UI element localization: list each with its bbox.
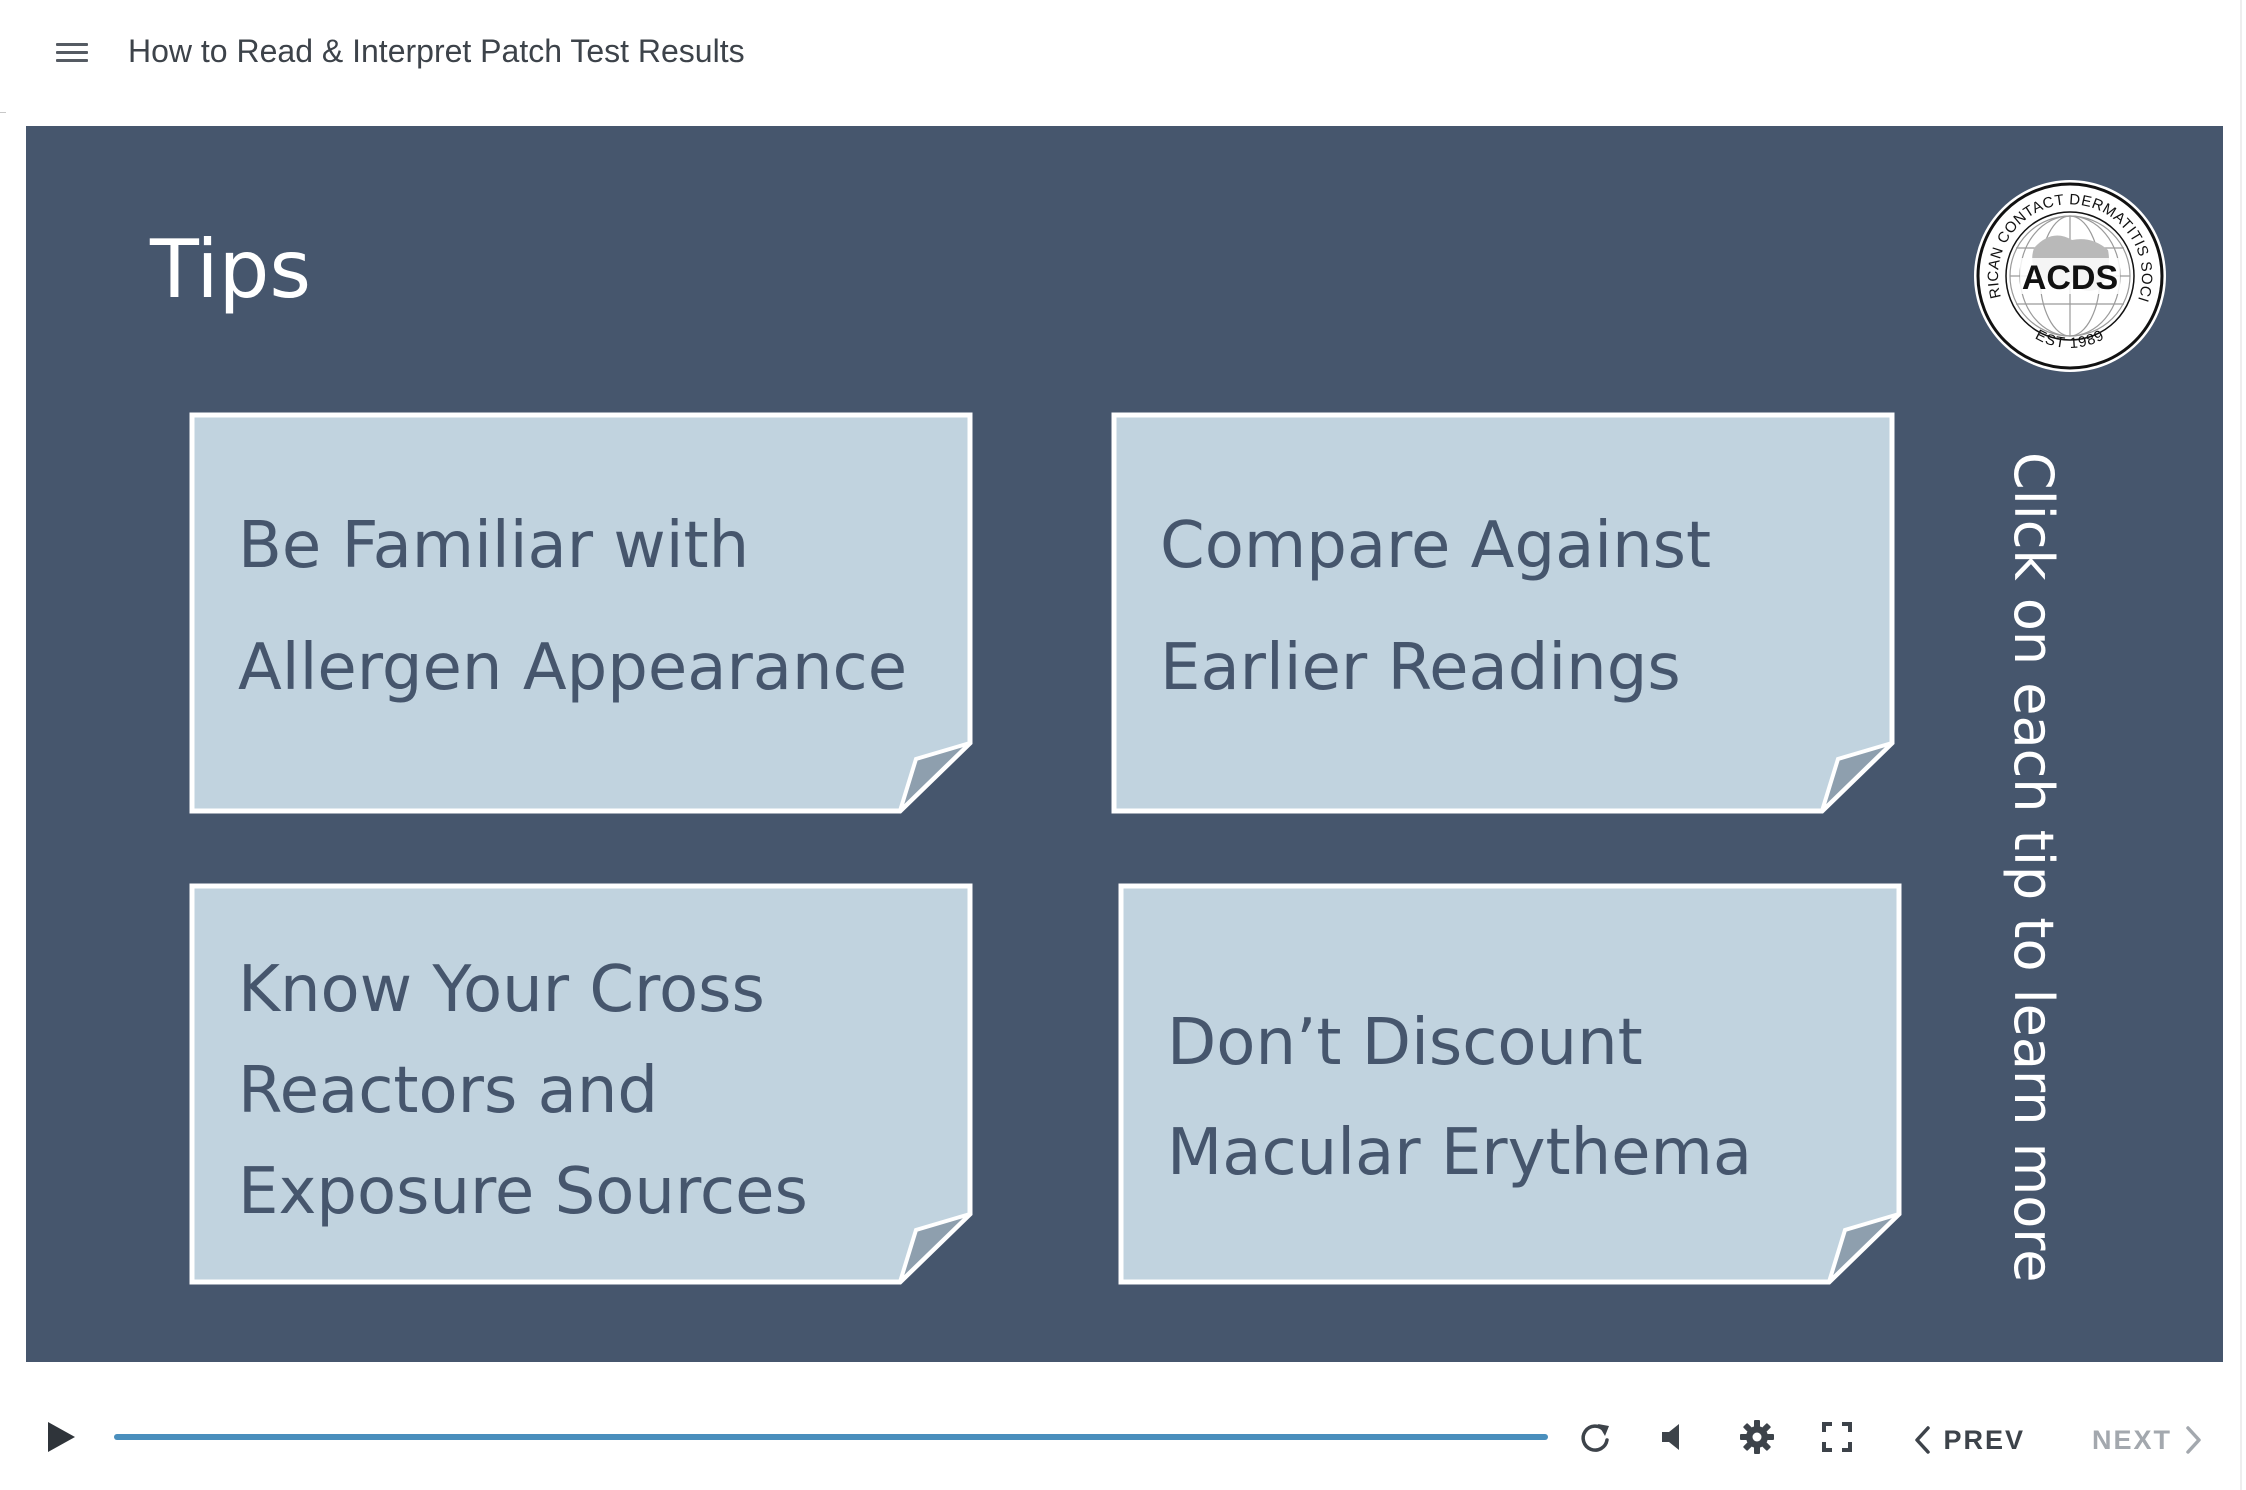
- left-edge-divider: [0, 112, 6, 113]
- sticky-note-shape: [1111, 412, 1895, 814]
- tip-card-line: Macular Erythema: [1167, 1116, 1753, 1190]
- logo-center-text: ACDS: [2022, 259, 2118, 297]
- replay-icon[interactable]: [1576, 1418, 1614, 1456]
- instruction-hint-container: Click on each tip to learn more: [1978, 452, 2088, 1283]
- next-button-label: NEXT: [2092, 1424, 2173, 1455]
- tip-card-line: Be Familiar with: [238, 509, 750, 583]
- tip-card-line: Don’t Discount: [1167, 1006, 1643, 1080]
- next-button[interactable]: NEXT: [2092, 1418, 2204, 1458]
- settings-icon[interactable]: [1738, 1418, 1776, 1456]
- prev-button-label: PREV: [1943, 1424, 2026, 1455]
- tip-card-line: Earlier Readings: [1160, 631, 1681, 705]
- progress-bar-fill: [114, 1434, 1548, 1440]
- tip-card-earlier-readings[interactable]: Compare Against Earlier Readings: [1111, 412, 1895, 814]
- chevron-right-icon: [2185, 1426, 2201, 1454]
- tip-card-line: Allergen Appearance: [238, 631, 908, 705]
- chevron-left-icon: [1915, 1426, 1930, 1454]
- tip-card-line: Exposure Sources: [238, 1155, 808, 1229]
- course-title: How to Read & Interpret Patch Test Resul…: [128, 33, 745, 69]
- acds-logo: ACDS AMERICAN CONTACT DERMATITIS SOCIETY…: [1972, 178, 2166, 372]
- slide-canvas: Tips ACDS AMERICAN CONTACT DERMATITIS SO…: [26, 126, 2223, 1362]
- prev-button[interactable]: PREV: [1912, 1418, 2025, 1458]
- instruction-hint: Click on each tip to learn more: [2002, 452, 2065, 1283]
- sticky-note-shape: [189, 412, 973, 814]
- sticky-note-shape: [1118, 883, 1902, 1285]
- hamburger-menu-icon[interactable]: [52, 38, 92, 66]
- tip-card-text: Don’t Discount Macular Erythema: [1167, 988, 1752, 1208]
- tip-card-cross-reactors[interactable]: Know Your Cross Reactors and Exposure So…: [189, 883, 973, 1285]
- tip-card-text: Know Your Cross Reactors and Exposure So…: [238, 940, 808, 1243]
- tip-card-line: Compare Against: [1160, 509, 1712, 583]
- volume-icon[interactable]: [1656, 1418, 1694, 1456]
- tip-card-line: Know Your Cross: [238, 953, 765, 1027]
- progress-bar[interactable]: [114, 1434, 1548, 1440]
- play-icon[interactable]: [44, 1420, 78, 1454]
- sticky-note-shape: [189, 883, 973, 1285]
- tip-card-line: Reactors and: [238, 1054, 659, 1128]
- scrollbar-track: [2240, 0, 2242, 1490]
- tip-card-text: Compare Against Earlier Readings: [1160, 485, 1711, 729]
- header: How to Read & Interpret Patch Test Resul…: [0, 0, 2246, 126]
- tip-card-allergen-appearance[interactable]: Be Familiar with Allergen Appearance: [189, 412, 973, 814]
- tip-card-macular-erythema[interactable]: Don’t Discount Macular Erythema: [1118, 883, 1902, 1285]
- tip-card-text: Be Familiar with Allergen Appearance: [238, 485, 907, 729]
- slide-title: Tips: [150, 223, 312, 316]
- fullscreen-icon[interactable]: [1818, 1418, 1856, 1456]
- player-controls: PREV NEXT: [0, 1362, 2240, 1490]
